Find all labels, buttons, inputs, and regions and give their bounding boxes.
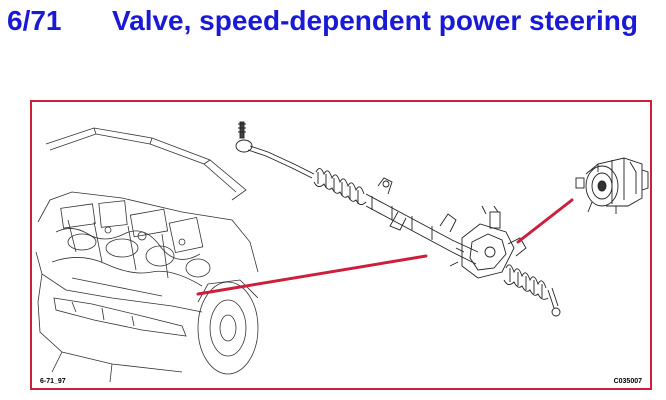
- figure-image-id: C035007: [613, 378, 642, 385]
- right-bellows: [503, 264, 549, 300]
- left-bellows: [313, 168, 367, 205]
- car-engine-bay-drawing: [35, 127, 259, 383]
- figure-reference-code: 6-71_97: [40, 378, 66, 385]
- page-title: Valve, speed-dependent power steering: [112, 5, 638, 36]
- valve-housing: [449, 205, 527, 279]
- steering-rack-drawing: [235, 121, 561, 317]
- pointer-lines: [196, 198, 574, 296]
- pointer-to-valve: [516, 198, 574, 244]
- valve-detail-drawing: [575, 157, 649, 214]
- steering-gear-illustration: [35, 121, 649, 383]
- pointer-to-car: [196, 254, 428, 296]
- section-code: 6/71: [7, 5, 62, 36]
- illustration-frame: 6-71_97 C035007: [30, 100, 652, 390]
